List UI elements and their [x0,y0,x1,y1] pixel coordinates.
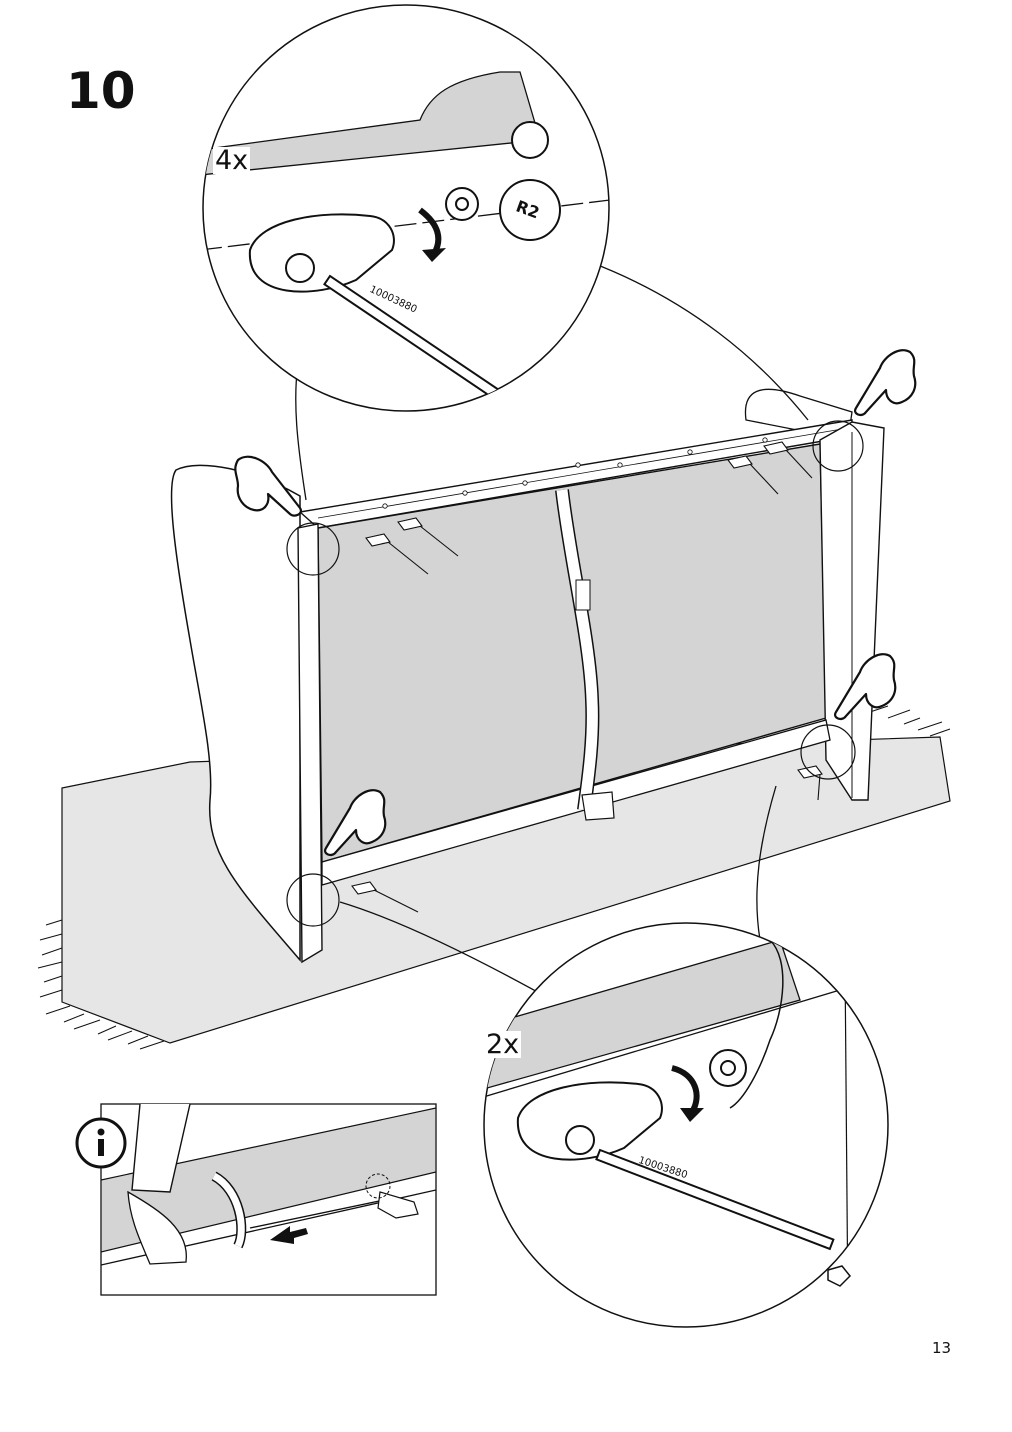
step-number: 10 [66,62,136,120]
cam-lock [445,121,561,241]
hand-pointer-icon [234,349,917,857]
allen-key-large [248,213,576,411]
allen-key-small [351,441,823,913]
detail-marker [286,420,864,927]
detail-callout-top [202,4,809,501]
info-icon [97,1128,105,1156]
page-number: 13 [932,1339,952,1357]
quantity-label-bottom: 2x [484,1029,522,1060]
info-box [75,1103,437,1296]
detail-callout-bottom [339,785,889,1328]
sofa-frame [170,388,885,964]
quantity-label-top: 4x [213,145,251,176]
